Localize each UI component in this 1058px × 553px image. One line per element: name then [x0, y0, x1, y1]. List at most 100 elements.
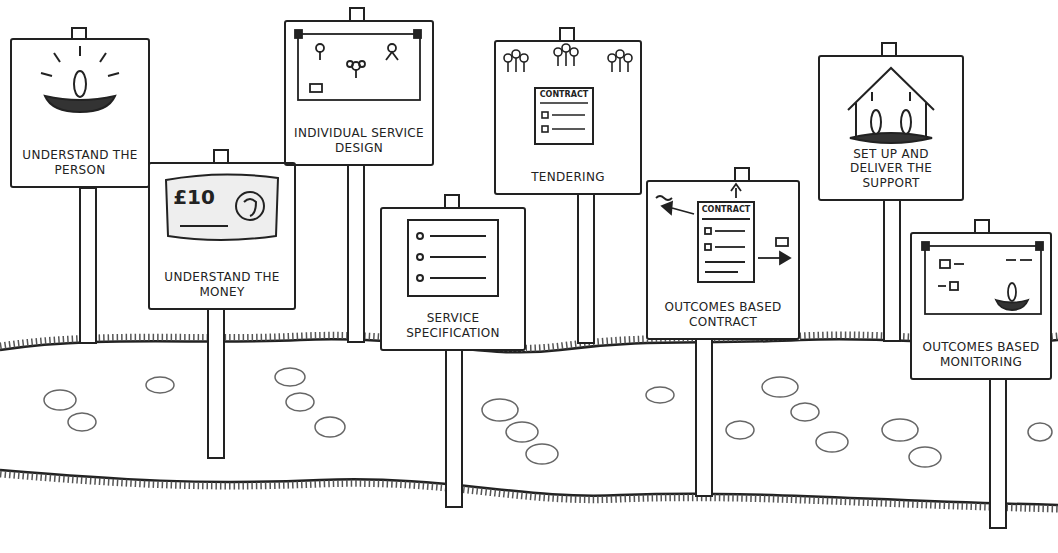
design-board-icon-part — [386, 52, 398, 60]
stones-part — [482, 399, 518, 421]
stones-part — [68, 413, 96, 431]
banknote-icon-part — [180, 225, 228, 227]
banknote-icon-part — [166, 174, 278, 240]
design-board-icon-part — [319, 52, 321, 60]
contract-icon-part — [672, 208, 694, 214]
contract-icon-part — [705, 261, 745, 263]
monitoring-icon-part — [940, 260, 950, 268]
contract-icon-part — [715, 230, 745, 232]
stones-part — [726, 421, 754, 439]
house-icon-part — [925, 103, 927, 138]
stones-part — [762, 377, 798, 397]
tendering-icon — [504, 44, 632, 144]
contract-icon-part — [662, 202, 672, 214]
design-board-icon-part — [316, 44, 324, 52]
sign-text: INDIVIDUAL SERVICE DESIGN — [292, 126, 426, 155]
stones-part — [275, 368, 305, 386]
posts-part — [208, 308, 224, 458]
tendering-icon-part — [515, 58, 517, 72]
person-icon-part — [54, 53, 60, 62]
tendering-icon-part — [608, 54, 616, 62]
stones-part — [286, 393, 314, 411]
board-grounds-part — [10, 38, 150, 188]
sign-board: SET UP AND DELIVER THE SUPPORT — [818, 55, 964, 201]
posts-part — [446, 349, 462, 507]
stones-part — [909, 447, 941, 467]
monitoring-icon — [922, 242, 1043, 314]
stones-part — [315, 417, 345, 437]
posts-part — [80, 188, 96, 343]
post-tops — [72, 8, 989, 236]
board-grounds-part — [148, 162, 296, 310]
stones-part — [146, 377, 174, 393]
tendering-icon-part — [624, 54, 632, 62]
icon-label: CONTRACT — [698, 206, 754, 215]
tendering-icon-part — [616, 50, 624, 58]
sign-text: OUTCOMES BASED CONTRACT — [654, 300, 792, 329]
posts-part — [696, 338, 712, 496]
sign-text: SET UP AND DELIVER THE SUPPORT — [826, 147, 956, 190]
tendering-icon-part — [573, 56, 575, 66]
contract-icon-part — [702, 218, 750, 220]
posts-part — [348, 164, 364, 342]
person-icon-part — [100, 53, 106, 62]
person-icon — [41, 46, 119, 112]
grass-part — [0, 474, 1058, 509]
monitoring-icon-part — [922, 242, 929, 250]
banknote-icon — [166, 174, 278, 240]
contract-icon — [656, 184, 790, 282]
contract-icon-part — [776, 238, 788, 246]
banknote-icon-part — [244, 199, 256, 216]
monitoring-icon-part — [925, 246, 1041, 314]
tendering-icon-part — [520, 54, 528, 62]
board-grounds-part — [284, 20, 434, 166]
banknote-icon-part — [236, 192, 264, 220]
tendering-icon-part — [554, 48, 562, 56]
contract-icon-part — [705, 228, 711, 234]
posts-part — [884, 199, 900, 341]
design-board-icon-part — [298, 34, 420, 100]
board-grounds — [10, 20, 1052, 380]
tendering-icon-part — [504, 54, 512, 62]
tendering-icon-part — [535, 88, 593, 144]
path-part — [0, 470, 1058, 505]
contract-icon-part — [698, 202, 754, 282]
design-board-icon-part — [359, 61, 365, 67]
stones-part — [646, 387, 674, 403]
specification-icon-part — [408, 220, 498, 296]
contract-icon-part — [780, 252, 790, 264]
person-icon-part — [108, 73, 119, 76]
contract-icon-part — [715, 246, 745, 248]
specification-icon — [408, 220, 498, 296]
board-grounds-part — [910, 232, 1052, 380]
design-board-icon-part — [347, 61, 353, 67]
contract-icon-part — [705, 271, 738, 273]
sign-board: INDIVIDUAL SERVICE DESIGN — [284, 20, 434, 166]
house-icon — [848, 68, 934, 143]
stones-part — [44, 390, 76, 410]
sign-board: OUTCOMES BASED CONTRACT — [646, 180, 800, 340]
posts — [80, 164, 1006, 528]
board-grounds-part — [646, 180, 800, 340]
house-icon-part — [855, 103, 857, 138]
monitoring-icon-part — [1036, 242, 1043, 250]
tendering-icon-part — [611, 62, 613, 72]
specification-icon-part — [430, 277, 486, 279]
monitoring-icon-part — [1006, 259, 1016, 261]
tendering-icon-part — [619, 58, 621, 72]
tendering-icon-part — [542, 112, 548, 118]
monitoring-icon-part — [1020, 259, 1032, 261]
specification-icon-part — [417, 254, 423, 260]
sign-text: UNDERSTAND THE PERSON — [18, 148, 142, 177]
tendering-icon-part — [562, 44, 570, 52]
stones-part — [816, 432, 848, 452]
contract-icon-part — [731, 184, 741, 191]
monitoring-icon-part — [954, 263, 964, 265]
tendering-icon-part — [557, 56, 559, 66]
stones-part — [1028, 423, 1052, 441]
specification-icon-part — [430, 256, 486, 258]
design-board-icon — [295, 30, 421, 100]
house-icon-part — [850, 133, 932, 143]
path — [0, 339, 1058, 505]
